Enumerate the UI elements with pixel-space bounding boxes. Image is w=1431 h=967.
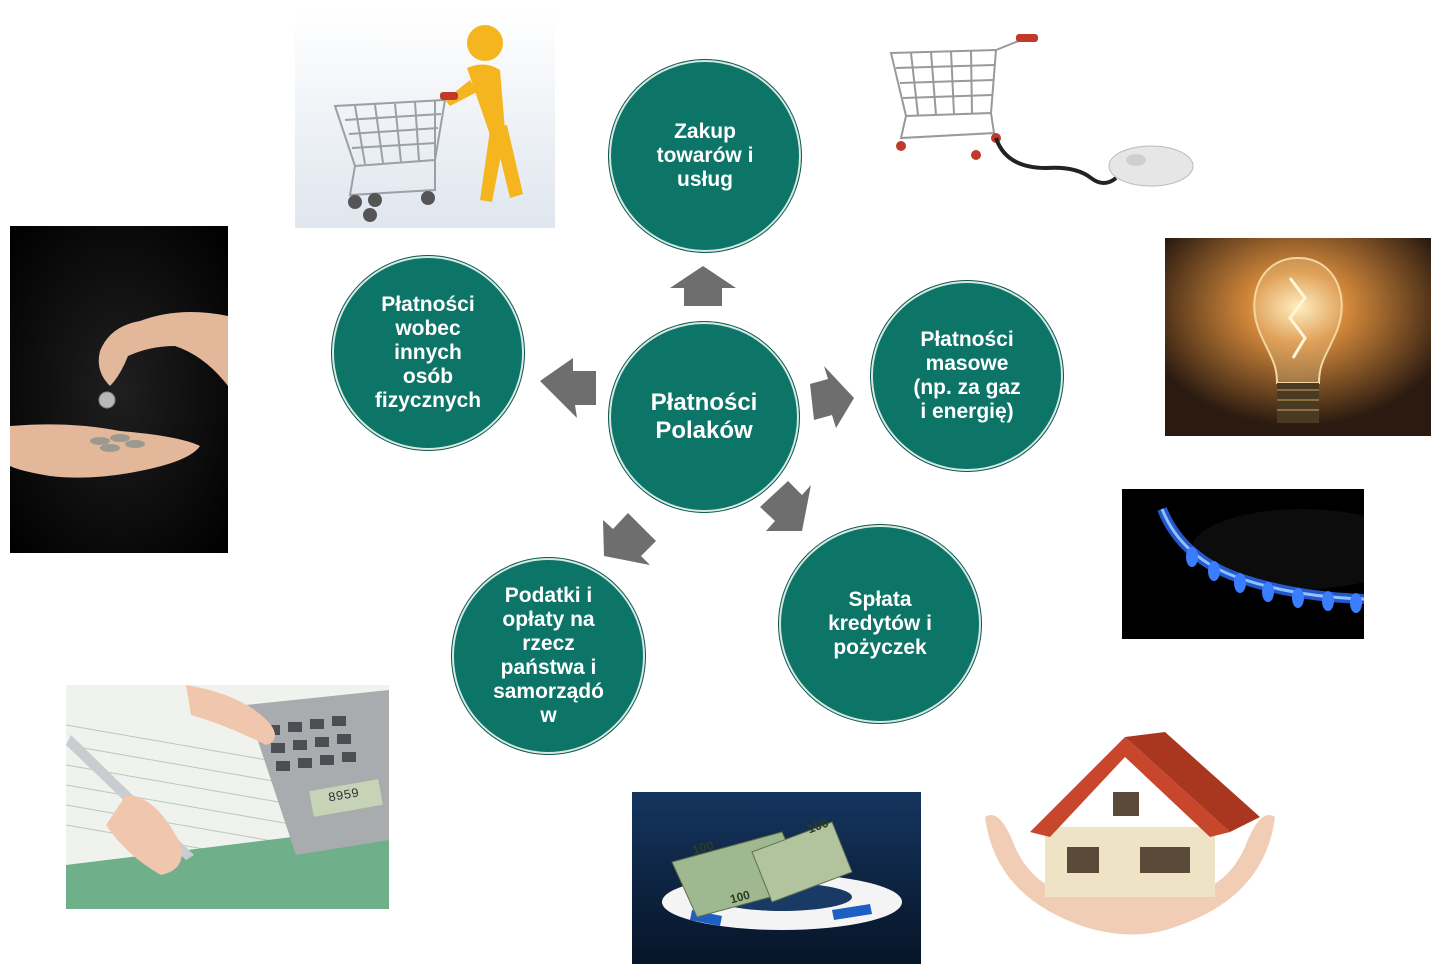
node-taxes-label: Podatki i opłaty na rzecz państwa i samo…	[493, 584, 604, 727]
node-purchase: Zakup towarów i usług	[609, 60, 801, 252]
center-node-label: Płatności Polaków	[650, 389, 758, 444]
shopping-cart-with-mouse-photo	[856, 28, 1196, 190]
node-private-payments: Płatności wobec innych osób fizycznych	[332, 256, 524, 450]
node-loans-label: Spłata kredytów i pożyczek	[828, 588, 932, 659]
node-private-payments-label: Płatności wobec innych osób fizycznych	[374, 293, 482, 412]
arrow-down-right-icon	[760, 481, 811, 531]
person-with-shopping-cart-photo	[295, 10, 555, 228]
house-in-hands-photo	[975, 697, 1285, 957]
node-purchase-label: Zakup towarów i usług	[656, 120, 754, 191]
light-bulb-photo	[1165, 238, 1431, 436]
coins-in-hand-photo	[10, 226, 228, 553]
banknotes-on-life-ring-photo: 100 100 100	[632, 792, 921, 964]
node-mass-payments: Płatności masowe (np. za gaz i energię)	[871, 281, 1063, 471]
gas-burner-flame-photo	[1122, 489, 1364, 639]
center-node: Płatności Polaków	[609, 322, 799, 512]
node-mass-payments-label: Płatności masowe (np. za gaz i energię)	[913, 328, 1021, 423]
node-taxes: Podatki i opłaty na rzecz państwa i samo…	[452, 558, 645, 754]
arrow-left-icon	[540, 358, 596, 418]
arrow-down-left-icon	[603, 513, 656, 565]
arrow-up-icon	[670, 266, 736, 306]
tax-form-and-calculator-photo: 8959	[66, 685, 389, 909]
node-loans: Spłata kredytów i pożyczek	[779, 525, 981, 723]
arrow-right-icon	[810, 366, 854, 428]
